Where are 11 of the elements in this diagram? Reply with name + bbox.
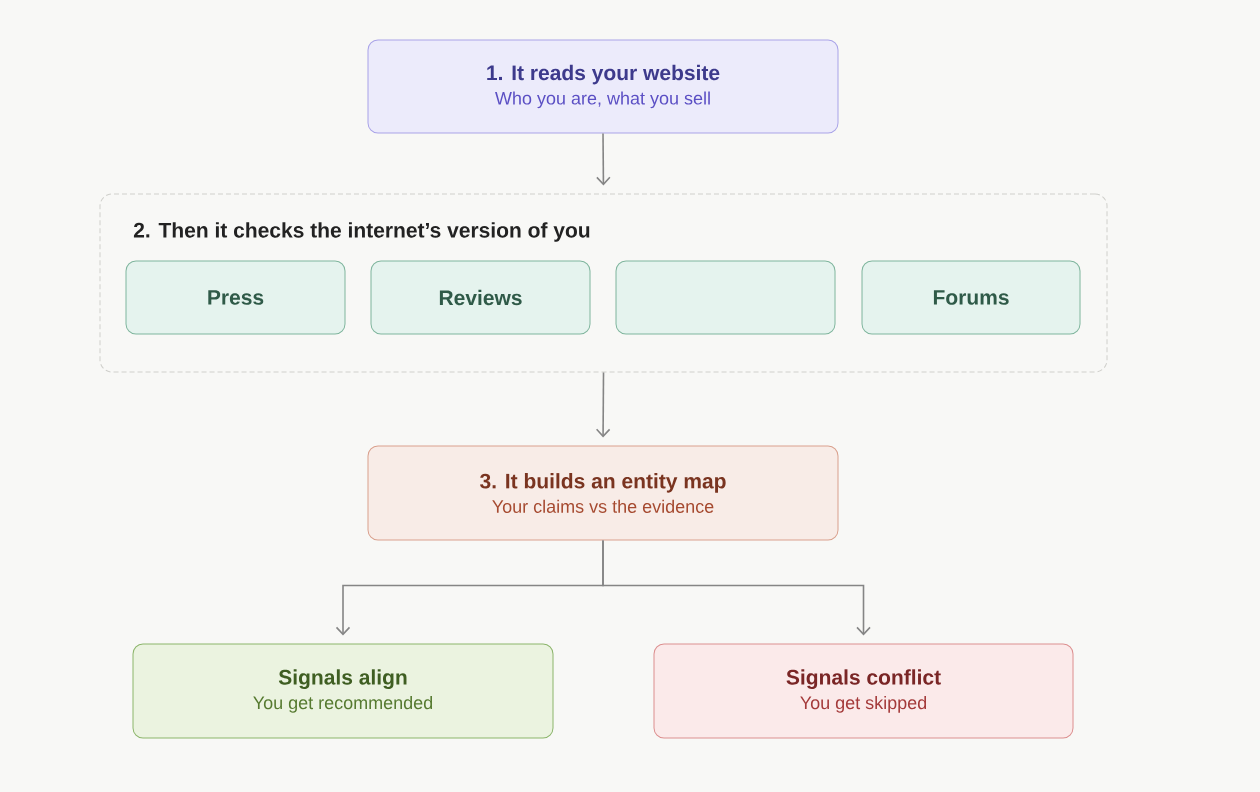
process-box: 3. It builds an entity map Your claims vs the evidence (367, 445, 839, 541)
process-box: Signals conflict You get skipped (653, 643, 1074, 739)
process-box: Press (125, 260, 346, 335)
process-box: Forums (861, 260, 1081, 335)
process-box: 1. It reads your website Who you are, what you sell (367, 39, 839, 134)
process-box: Reviews (370, 260, 591, 335)
arrow (596, 132, 611, 186)
process-box: Signals align You get recommended (132, 643, 554, 739)
arrow (595, 371, 611, 438)
arrow (602, 539, 871, 636)
empty-box (615, 260, 836, 335)
